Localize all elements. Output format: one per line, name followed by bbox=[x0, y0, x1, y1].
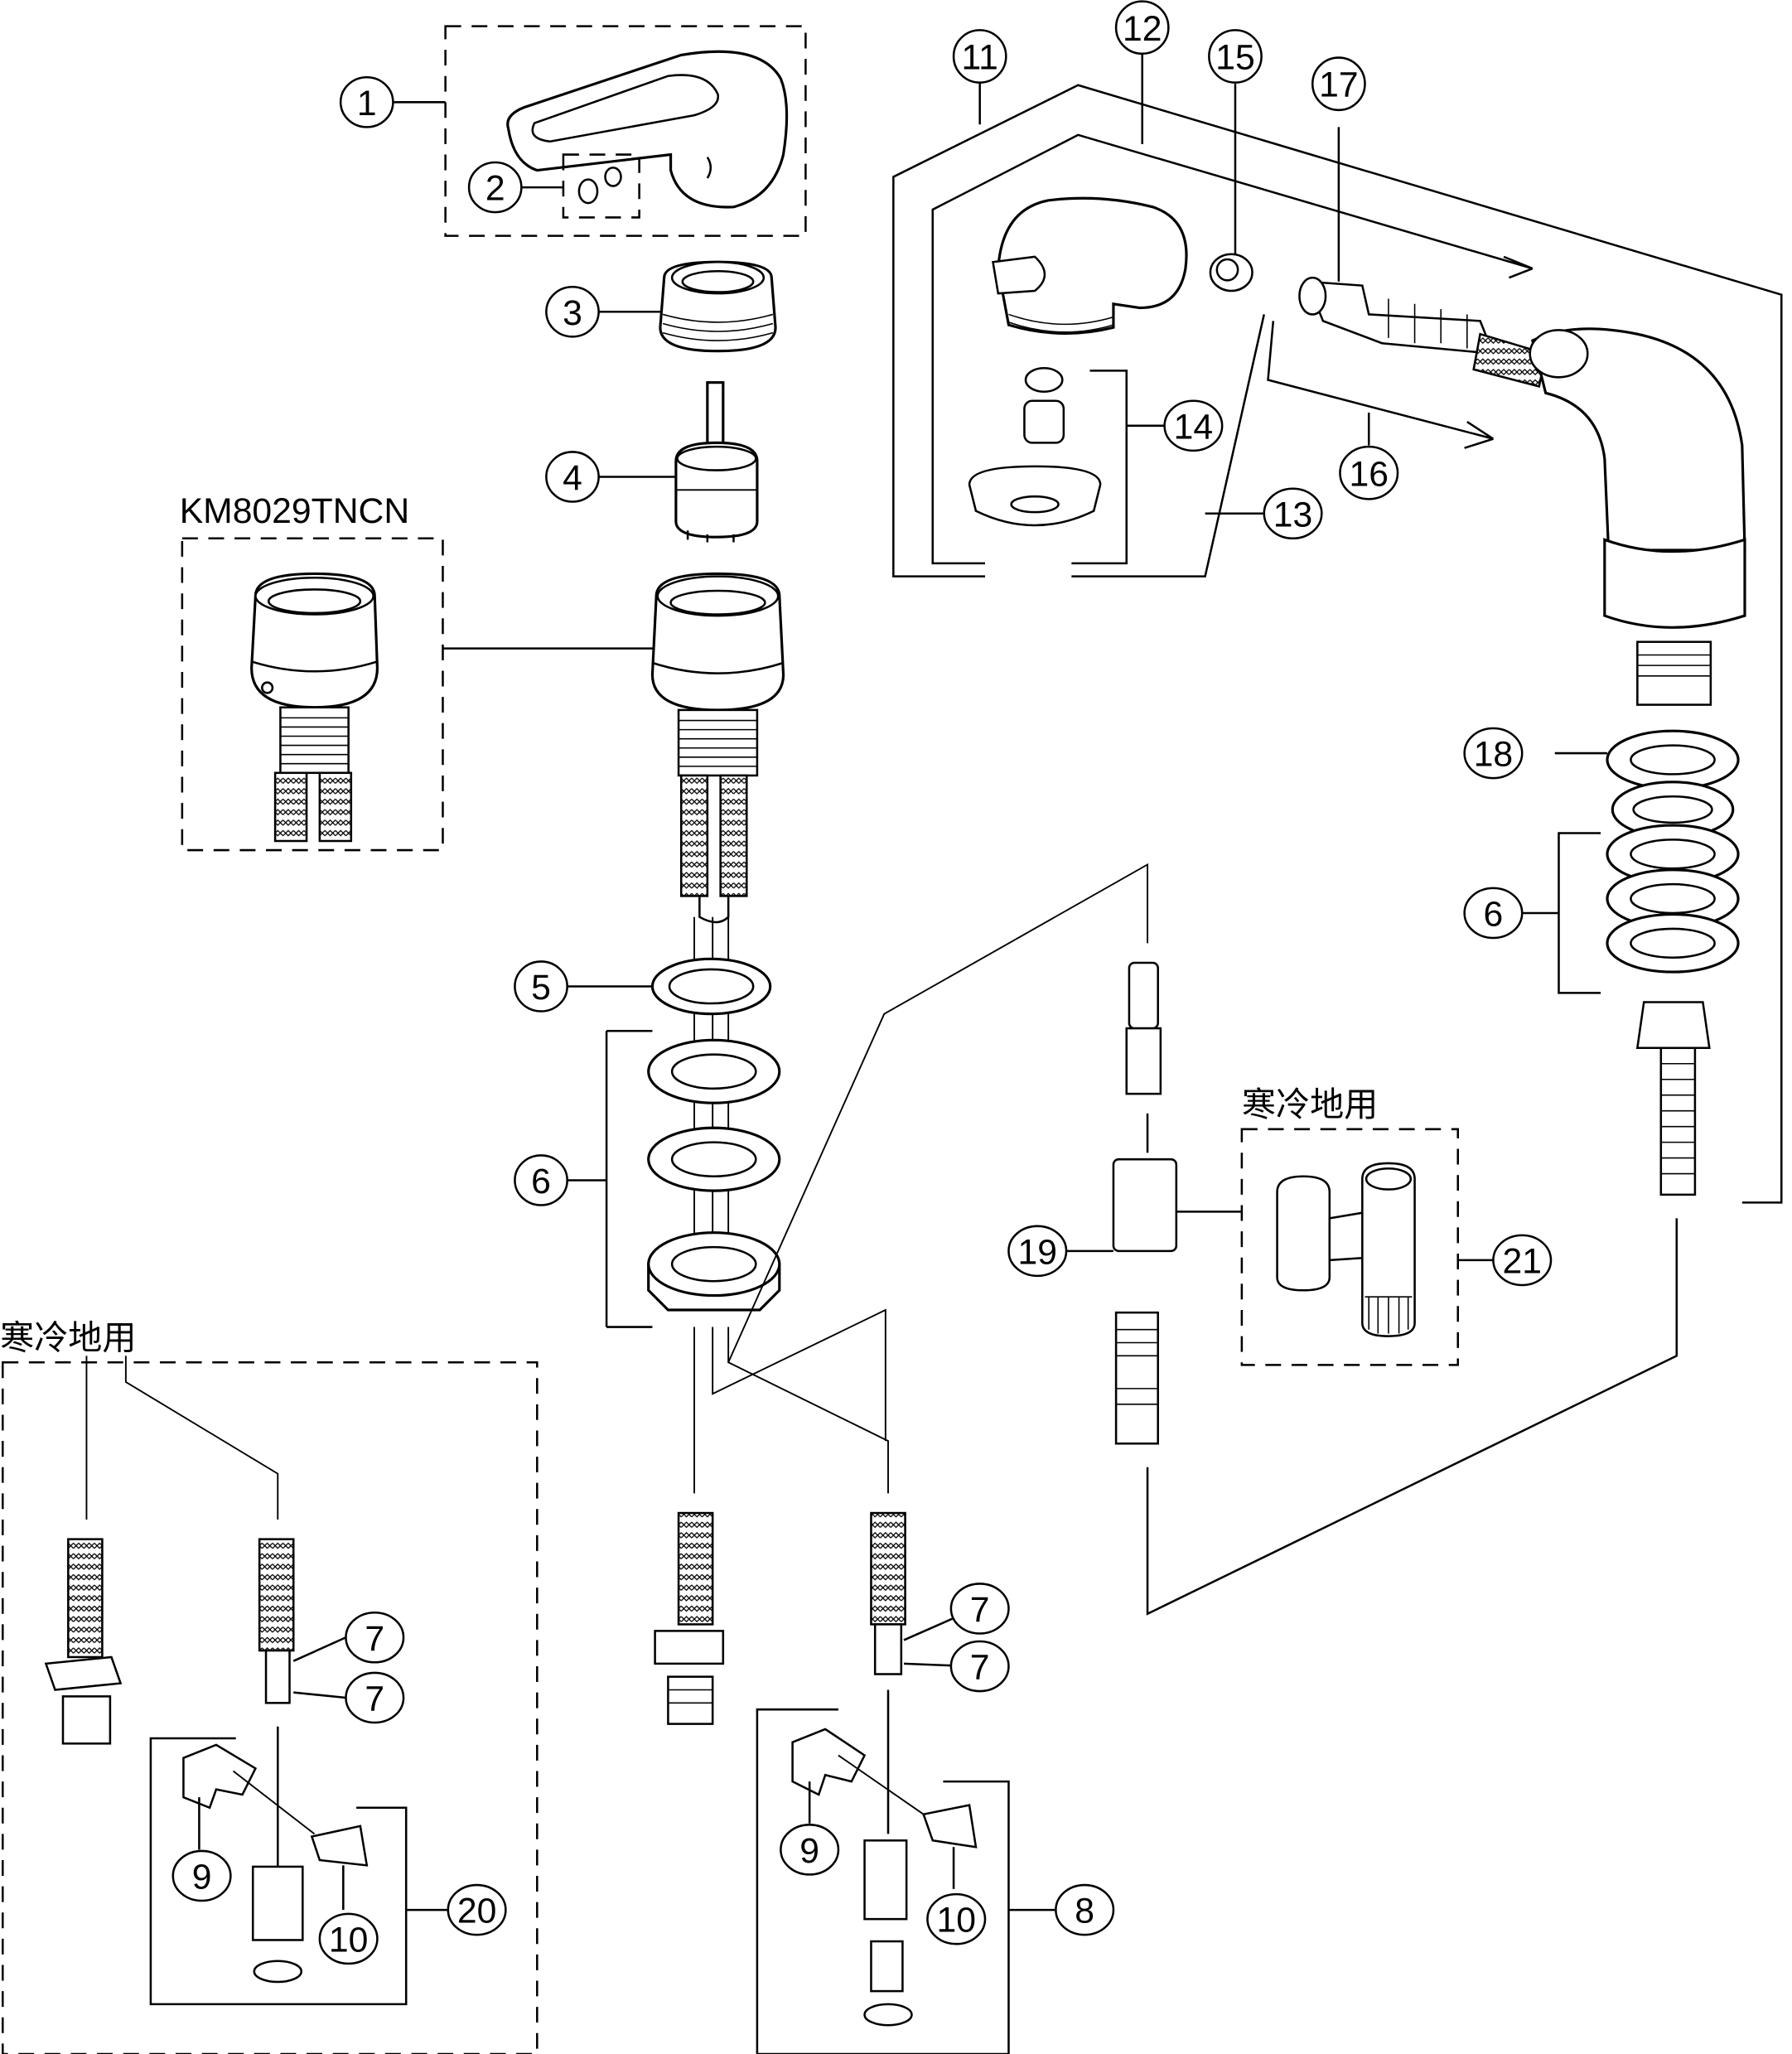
clip-10 bbox=[922, 1804, 978, 1849]
cartridge[interactable] bbox=[598, 381, 759, 543]
set-screw bbox=[604, 167, 622, 187]
callout-21: 21 bbox=[1492, 1234, 1553, 1287]
svg-text:7: 7 bbox=[970, 1590, 990, 1630]
callout-9-left: 9 bbox=[171, 1849, 232, 1902]
svg-text:14: 14 bbox=[1174, 407, 1213, 447]
callout-17: 17 bbox=[1311, 56, 1366, 112]
lever-handle-group bbox=[391, 25, 807, 237]
washer-stack-6-center[interactable] bbox=[567, 1029, 781, 1328]
svg-text:15: 15 bbox=[1215, 38, 1254, 78]
svg-text:18: 18 bbox=[1474, 735, 1513, 775]
svg-text:10: 10 bbox=[329, 1920, 368, 1960]
hose-leader-lines bbox=[693, 863, 1148, 1494]
callout-19: 19 bbox=[1007, 1225, 1068, 1278]
callout-6-center: 6 bbox=[514, 1154, 568, 1206]
spray-head[interactable] bbox=[997, 196, 1188, 335]
cold-region-right-label: 寒冷地用 bbox=[1242, 1085, 1378, 1124]
model-variant-group: KM8029TNCN bbox=[180, 491, 655, 852]
callout-7-left-upper: 7 bbox=[345, 1611, 405, 1664]
svg-text:10: 10 bbox=[936, 1901, 975, 1940]
callout-2: 2 bbox=[467, 161, 523, 214]
callout-6-right: 6 bbox=[1463, 887, 1524, 940]
callout-18: 18 bbox=[1463, 727, 1524, 780]
svg-text:3: 3 bbox=[563, 293, 582, 333]
svg-text:8: 8 bbox=[1075, 1892, 1094, 1931]
svg-text:7: 7 bbox=[365, 1679, 384, 1719]
washer-stack-right[interactable] bbox=[1522, 729, 1740, 1196]
callout-7-center-upper: 7 bbox=[949, 1583, 1010, 1635]
svg-text:9: 9 bbox=[799, 1831, 819, 1871]
callout-12: 12 bbox=[1114, 0, 1170, 56]
svg-text:16: 16 bbox=[1350, 454, 1389, 494]
washer-5[interactable] bbox=[567, 957, 772, 1016]
spout-body[interactable] bbox=[1529, 327, 1746, 706]
callout-4: 4 bbox=[545, 451, 600, 503]
callout-13: 13 bbox=[1263, 487, 1323, 540]
clip-9 bbox=[791, 1728, 867, 1796]
svg-text:6: 6 bbox=[1484, 895, 1504, 935]
callout-11: 11 bbox=[952, 29, 1007, 84]
strainer-15[interactable] bbox=[1209, 253, 1253, 292]
callout-5: 5 bbox=[514, 960, 568, 1013]
model-variant-label: KM8029TNCN bbox=[180, 491, 409, 531]
cold-region-left-group: 寒冷地用 bbox=[0, 1317, 539, 2054]
callout-1: 1 bbox=[339, 76, 394, 128]
supply-hose-cold[interactable] bbox=[870, 1511, 970, 1834]
lever-handle[interactable] bbox=[506, 50, 789, 209]
callout-3: 3 bbox=[545, 285, 600, 338]
callout-10-left: 10 bbox=[318, 1912, 379, 1965]
cap-nut[interactable] bbox=[598, 260, 777, 353]
svg-text:9: 9 bbox=[192, 1858, 212, 1897]
callout-14: 14 bbox=[1163, 399, 1224, 452]
svg-text:19: 19 bbox=[1018, 1232, 1057, 1272]
cold-region-right-group: 寒冷地用 bbox=[1240, 1085, 1494, 1366]
callout-10-center: 10 bbox=[926, 1892, 987, 1945]
cold-region-left-label: 寒冷地用 bbox=[0, 1317, 136, 1357]
callouts: 1 2 3 4 5 6 6 7 7 7 7 8 9 9 10 10 11 12 … bbox=[171, 0, 1553, 1965]
spray-head-group bbox=[892, 52, 1783, 1204]
svg-text:17: 17 bbox=[1319, 65, 1358, 105]
svg-text:4: 4 bbox=[563, 458, 582, 498]
callout-15: 15 bbox=[1208, 29, 1263, 84]
supply-hose-hot[interactable] bbox=[654, 1511, 725, 1725]
callout-9-center: 9 bbox=[780, 1824, 840, 1876]
callout-8: 8 bbox=[1055, 1883, 1115, 1936]
svg-text:2: 2 bbox=[485, 169, 505, 209]
set-screw-nut bbox=[577, 178, 599, 205]
svg-text:12: 12 bbox=[1123, 9, 1162, 49]
quick-connector-19[interactable] bbox=[1063, 961, 1678, 1616]
faucet-body[interactable] bbox=[650, 572, 785, 924]
hose-connector-17[interactable] bbox=[1306, 280, 1495, 355]
callout-7-left-lower: 7 bbox=[345, 1671, 405, 1724]
callout-7-center-lower: 7 bbox=[949, 1640, 1010, 1693]
svg-text:11: 11 bbox=[962, 38, 998, 78]
callout-20: 20 bbox=[447, 1883, 507, 1936]
svg-text:21: 21 bbox=[1502, 1241, 1541, 1281]
svg-text:7: 7 bbox=[970, 1648, 990, 1688]
svg-text:5: 5 bbox=[531, 968, 551, 1008]
callout-16: 16 bbox=[1339, 445, 1399, 500]
adapter-group-8 bbox=[756, 1708, 1059, 2054]
svg-text:20: 20 bbox=[457, 1892, 496, 1931]
svg-text:13: 13 bbox=[1273, 495, 1312, 534]
svg-text:6: 6 bbox=[531, 1162, 551, 1201]
svg-text:1: 1 bbox=[357, 84, 377, 123]
antifreeze-valve[interactable] bbox=[1276, 1175, 1331, 1292]
svg-text:7: 7 bbox=[365, 1619, 384, 1659]
